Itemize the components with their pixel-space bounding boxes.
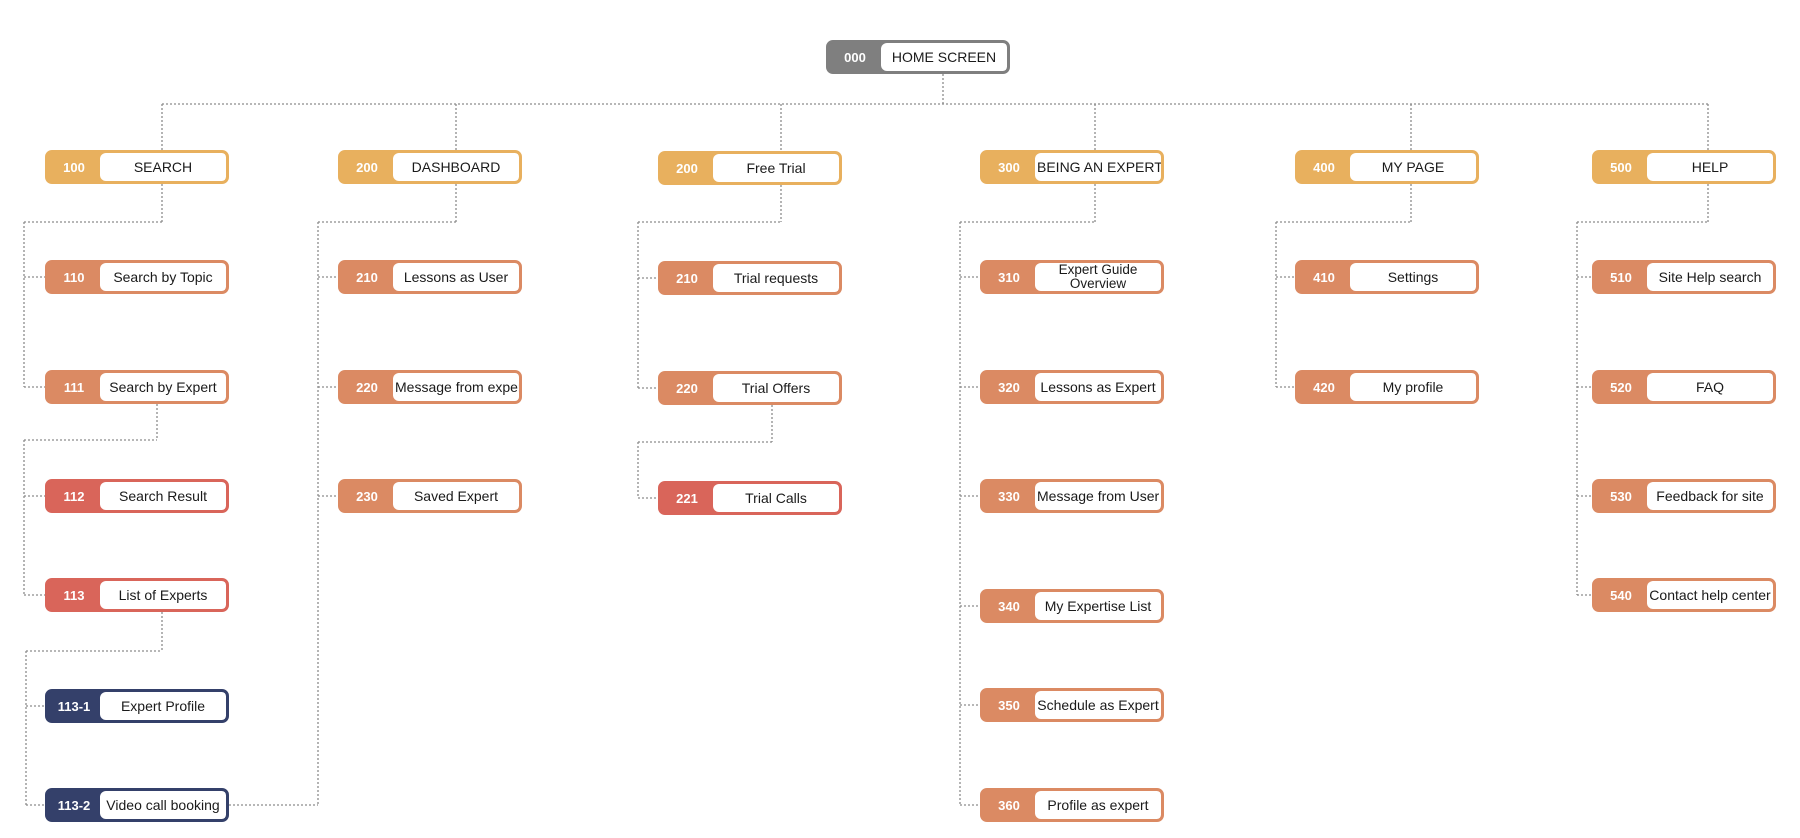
node-label: My Expertise List: [1035, 592, 1161, 620]
node-label: Settings: [1350, 263, 1476, 291]
node-label: FAQ: [1647, 373, 1773, 401]
node-label: DASHBOARD: [393, 153, 519, 181]
node-label: Trial Calls: [713, 484, 839, 512]
node-label: Feedback for site: [1647, 482, 1773, 510]
node-label: My profile: [1350, 373, 1476, 401]
node-code: 500: [1595, 153, 1647, 181]
node-code: 400: [1298, 153, 1350, 181]
node-code: 420: [1298, 373, 1350, 401]
node-label: Schedule as Expert: [1035, 691, 1161, 719]
node-label: Trial requests: [713, 264, 839, 292]
node-code: 000: [829, 43, 881, 71]
node-code: 220: [341, 373, 393, 401]
node-label: HOME SCREEN: [881, 43, 1007, 71]
node-code: 210: [341, 263, 393, 291]
node-label: Video call booking: [100, 791, 226, 819]
node-label: List of Experts: [100, 581, 226, 609]
node-label: Free Trial: [713, 154, 839, 182]
node-label: BEING AN EXPERT: [1035, 153, 1161, 181]
node-label: Expert Profile: [100, 692, 226, 720]
node-label: MY PAGE: [1350, 153, 1476, 181]
node-label: Message from expert: [393, 373, 519, 401]
node-code: 113-2: [48, 791, 100, 819]
node-code: 111: [48, 373, 100, 401]
node-code: 200: [341, 153, 393, 181]
node-code: 113-1: [48, 692, 100, 720]
node-label: Site Help search: [1647, 263, 1773, 291]
node-code: 100: [48, 153, 100, 181]
node-code: 112: [48, 482, 100, 510]
node-code: 540: [1595, 581, 1647, 609]
node-label: Lessons as Expert: [1035, 373, 1161, 401]
node-label: Search Result: [100, 482, 226, 510]
node-label: Search by Expert: [100, 373, 226, 401]
node-label: Lessons as User: [393, 263, 519, 291]
node-code: 300: [983, 153, 1035, 181]
node-code: 360: [983, 791, 1035, 819]
node-code: 410: [1298, 263, 1350, 291]
node-code: 320: [983, 373, 1035, 401]
node-code: 310: [983, 263, 1035, 291]
node-label: Saved Expert: [393, 482, 519, 510]
node-code: 340: [983, 592, 1035, 620]
node-code: 230: [341, 482, 393, 510]
node-label: Profile as expert: [1035, 791, 1161, 819]
node-label: Search by Topic: [100, 263, 226, 291]
node-code: 350: [983, 691, 1035, 719]
node-code: 113: [48, 581, 100, 609]
node-code: 530: [1595, 482, 1647, 510]
node-label: Trial Offers: [713, 374, 839, 402]
node-code: 520: [1595, 373, 1647, 401]
node-label: Expert Guide Overview: [1035, 263, 1161, 291]
node-code: 510: [1595, 263, 1647, 291]
node-code: 110: [48, 263, 100, 291]
node-code: 221: [661, 484, 713, 512]
node-label: HELP: [1647, 153, 1773, 181]
node-label: SEARCH: [100, 153, 226, 181]
node-code: 200: [661, 154, 713, 182]
node-label: Message from User: [1035, 482, 1161, 510]
node-code: 330: [983, 482, 1035, 510]
node-code: 210: [661, 264, 713, 292]
node-label: Contact help center: [1647, 581, 1773, 609]
node-code: 220: [661, 374, 713, 402]
